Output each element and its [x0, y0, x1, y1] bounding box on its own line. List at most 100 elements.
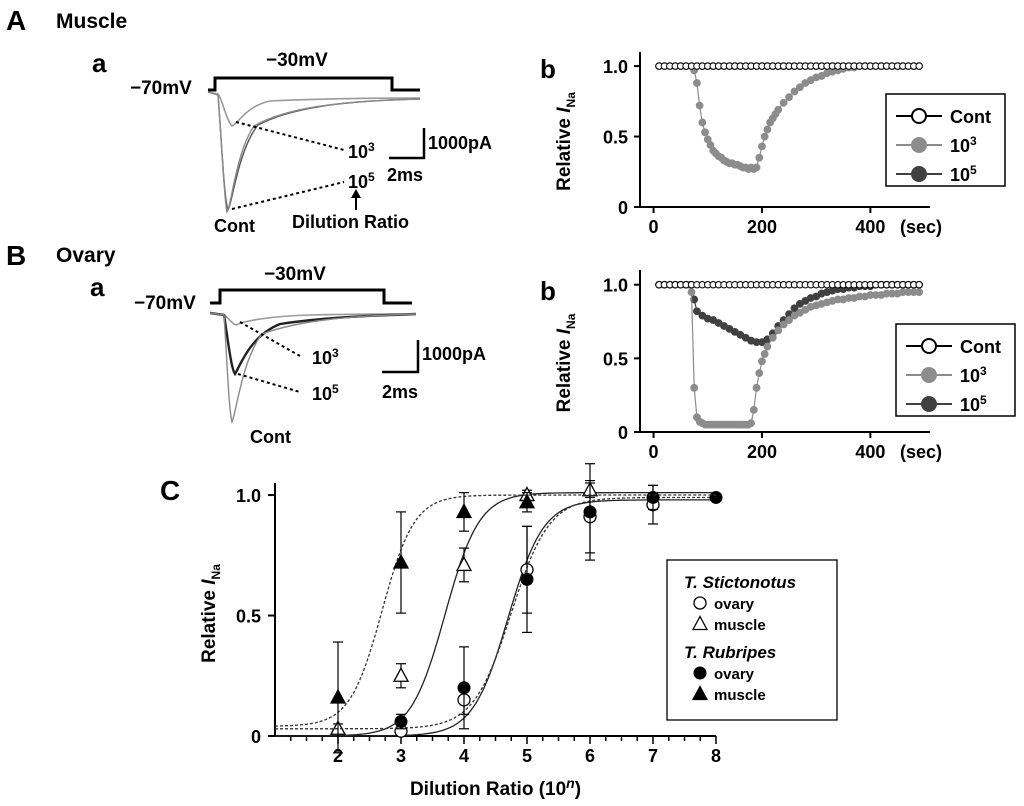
fit-curve-C-1: [275, 491, 716, 737]
data-point-B-b-1: [785, 316, 793, 324]
data-point-C-1: [392, 666, 410, 682]
ytick-label-B-b: 1.0: [603, 276, 628, 296]
trace-label-B-10-3: 103: [312, 346, 339, 368]
panel-A: A Muscle a −70mV −30mV 103 105 Cont Dilu…: [6, 5, 1006, 237]
series-C-2: [275, 463, 723, 730]
data-point-A-b-1: [695, 101, 704, 110]
data-point-B-b-1: [749, 406, 758, 414]
data-point-A-b-1: [752, 163, 761, 172]
data-point-A-b-1: [763, 125, 772, 134]
xtick-label-B-b: 400: [855, 442, 885, 462]
trace-label-A-10-5: 105: [348, 170, 375, 192]
legend-label-C-1-1: muscle: [714, 687, 766, 704]
data-point-B-b-1: [758, 357, 766, 366]
ylabel-C: Relative INa: [199, 564, 223, 663]
data-point-C-3: [392, 553, 410, 569]
ytick-label-C: 0: [251, 727, 261, 747]
scale-bar-A: [389, 128, 426, 160]
voltage-protocol-A: [208, 76, 420, 92]
data-point-B-b-1: [779, 320, 788, 329]
legend-label-B-b-2: 105: [960, 393, 987, 415]
trace-label-A-10-3: 103: [348, 140, 375, 162]
data-point-A-b-0: [915, 62, 923, 70]
data-point-A-b-1: [785, 93, 793, 101]
subpanel-letter-B-a: a: [90, 272, 105, 302]
series-C-3: [274, 492, 716, 754]
data-point-C-2: [394, 715, 408, 729]
xtick-label-B-b: 0: [649, 442, 659, 462]
data-point-A-b-1: [779, 98, 788, 107]
panel-A-title: Muscle: [56, 10, 127, 33]
data-point-C-2: [457, 681, 471, 695]
subpanel-letter-A-b: b: [540, 54, 556, 84]
ytick-label-C: 0.5: [236, 607, 261, 627]
ytick-label-A-b: 0.5: [603, 128, 628, 148]
legend-box-B-b: [895, 323, 1016, 417]
legend-marker-C-1-0: [693, 666, 707, 680]
data-point-B-b-1: [774, 326, 783, 335]
legend-label-A-b-2: 105: [950, 163, 977, 185]
data-point-C-2: [646, 490, 660, 504]
legend-label-C-0-0: ovary: [714, 596, 755, 613]
panel-B-title: Ovary: [56, 244, 116, 267]
subpanel-letter-A-a: a: [92, 48, 107, 78]
legend-label-B-b-1: 103: [960, 364, 987, 386]
scale-bar-time-A: 2ms: [387, 165, 423, 185]
x-unit-A-b: (sec): [900, 217, 942, 237]
legend-marker-B-b-0: [921, 338, 937, 354]
annotation-arrowhead-A: [351, 189, 361, 198]
legend-label-A-b-0: Cont: [950, 107, 991, 127]
data-point-B-b-1: [768, 333, 777, 342]
data-point-A-b-1: [693, 79, 701, 87]
data-point-B-b-0: [915, 281, 923, 289]
pointer-line-A-10-3: [235, 121, 345, 151]
ytick-label-B-b: 0: [618, 423, 628, 443]
legend-marker-B-b-2: [921, 396, 937, 412]
data-point-B-b-2: [790, 304, 799, 313]
step-potential-label-B: −30mV: [264, 264, 326, 285]
data-point-C-3: [329, 688, 347, 704]
xtick-label-C: 4: [459, 746, 469, 766]
fit-curve-C-3: [274, 494, 716, 727]
xtick-label-C: 7: [648, 746, 658, 766]
trace-label-B-10-5: 105: [312, 382, 339, 404]
panel-B: B Ovary a −70mV −30mV 103 105 Cont 1000p…: [6, 240, 1016, 462]
scale-bar-current-B: 1000pA: [422, 344, 486, 364]
xtick-label-A-b: 200: [747, 217, 777, 237]
trace-label-B-cont: Cont: [250, 427, 291, 447]
legend-marker-C-1-1: [691, 685, 709, 701]
legend-box-C: [666, 559, 838, 721]
xtick-label-A-b: 400: [855, 217, 885, 237]
panel-letter-B: B: [6, 240, 26, 271]
data-point-B-b-1: [752, 383, 761, 392]
data-point-B-b-1: [915, 288, 924, 296]
xtick-label-C: 5: [522, 746, 532, 766]
data-point-C-2: [520, 572, 534, 586]
scale-bar-B: [382, 340, 420, 374]
legend-group-C-1: T. Rubripes: [684, 643, 776, 662]
xtick-label-C: 2: [333, 746, 343, 766]
panel-B-a: a −70mV −30mV 103 105 Cont 1000pA 2ms: [90, 264, 486, 447]
panel-letter-C: C: [160, 475, 180, 506]
data-point-B-b-1: [687, 288, 696, 296]
pointer-line-A-10-5: [231, 181, 345, 210]
ytick-label-B-b: 0.5: [603, 349, 628, 369]
voltage-protocol-B: [210, 288, 412, 305]
data-point-B-b-2: [693, 307, 701, 316]
legend-label-B-b-0: Cont: [960, 337, 1001, 357]
data-point-A-b-1: [760, 132, 769, 141]
legend-marker-C-0-1: [691, 615, 709, 631]
xtick-label-C: 3: [396, 746, 406, 766]
xlabel-C: Dilution Ratio (10n): [410, 775, 581, 800]
legend-label-C-0-1: muscle: [714, 617, 766, 634]
fit-curve-C-2: [275, 496, 716, 730]
holding-potential-label-B: −70mV: [134, 293, 196, 314]
subpanel-letter-B-b: b: [540, 276, 556, 306]
data-point-A-b-1: [701, 128, 709, 137]
data-point-B-b-1: [747, 419, 756, 428]
legend-label-C-1-0: ovary: [714, 666, 755, 683]
data-point-B-b-1: [690, 383, 699, 392]
